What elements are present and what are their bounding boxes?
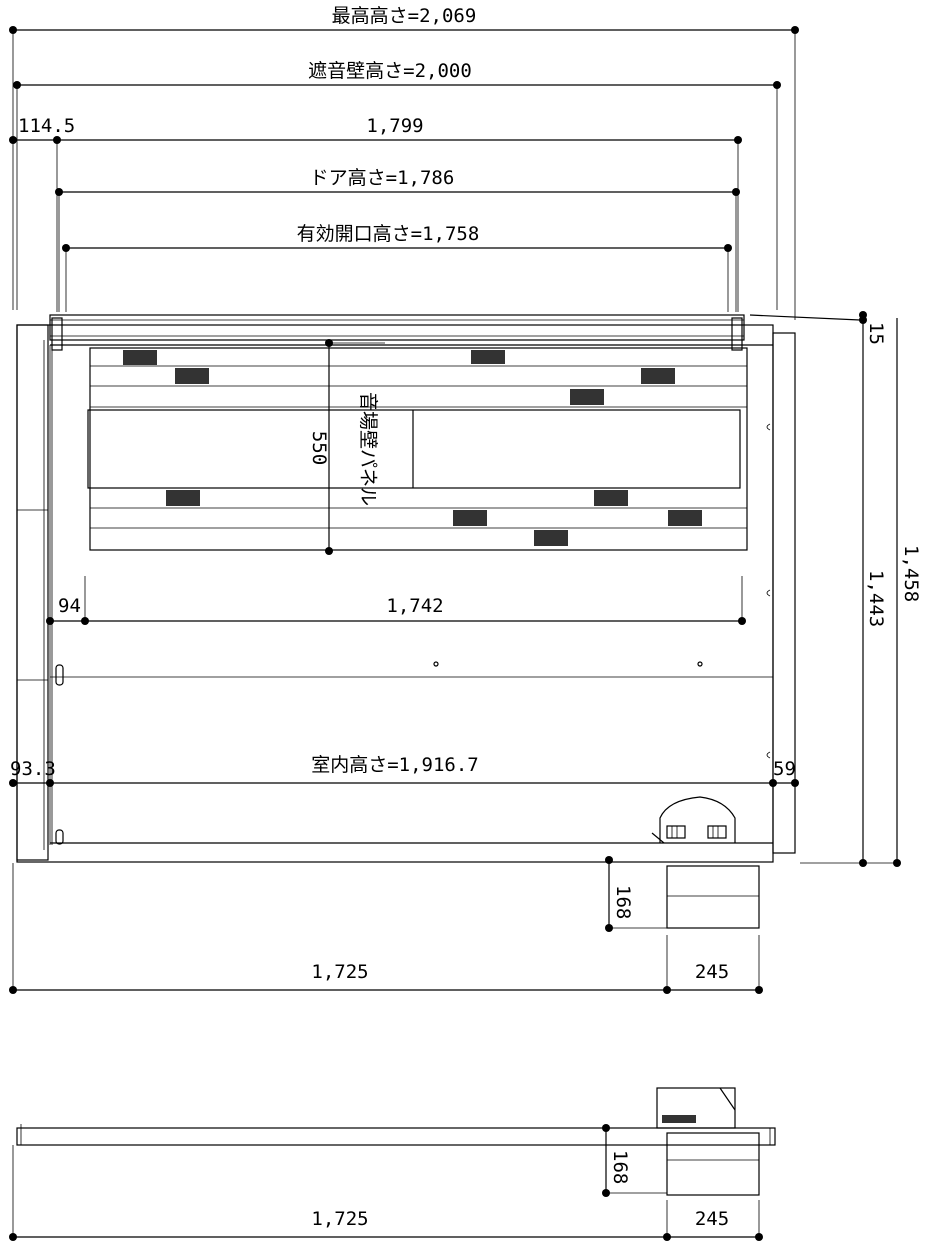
dim-room-height: 93.3 室内高さ=1,916.7 59 (9, 754, 799, 787)
dim-168-top: 168 (605, 856, 667, 932)
bottom-1725-top-label: 1,725 (311, 961, 368, 983)
offset-93-label: 93.3 (10, 758, 56, 780)
unit-168-bottom-label: 168 (609, 1150, 631, 1184)
dim-effective-opening: 有効開口高さ=1,758 (62, 223, 732, 312)
wall-height-label: 遮音壁高さ=2,000 (308, 60, 472, 82)
fastener-block (471, 350, 505, 364)
inner-width-label: 1,799 (366, 115, 423, 137)
unit-168-top-label: 168 (612, 885, 634, 919)
offset-94-label: 94 (58, 595, 81, 617)
dim-door-height: ドア高さ=1,786 (55, 167, 740, 312)
fastener-block (166, 490, 200, 506)
panel-height-label: 550 (308, 431, 330, 465)
dim-wall-height: 遮音壁高さ=2,000 (13, 60, 781, 310)
fastener-block (534, 530, 568, 546)
fastener-block (453, 510, 487, 526)
bottom-245-top-label: 245 (695, 961, 729, 983)
dim-bottom-bottom: 1,725 245 (9, 1145, 763, 1241)
fastener-block (641, 368, 675, 384)
panel-name-label: 音場壁パネル (357, 392, 379, 506)
right-1458-label: 1,458 (900, 545, 922, 602)
dim-bottom-top: 1,725 245 (9, 863, 763, 994)
dim-right: 15 1,458 1,443 (800, 311, 922, 867)
offset-59-label: 59 (773, 758, 796, 780)
fastener-block (175, 368, 209, 384)
dim-114-1799: 114.5 1,799 (9, 115, 742, 312)
booth-side-view (16, 1087, 776, 1196)
fastener-block (123, 350, 157, 365)
effective-opening-label: 有効開口高さ=1,758 (297, 223, 480, 245)
dim-max-height: 最高高さ=2,069 (9, 5, 799, 320)
width-1742-label: 1,742 (386, 595, 443, 617)
dim-94-1742: 94 1,742 (46, 576, 746, 625)
room-height-label: 室内高さ=1,916.7 (311, 754, 479, 776)
bottom-1725-bottom-label: 1,725 (311, 1208, 368, 1230)
max-height-label: 最高高さ=2,069 (332, 5, 477, 27)
fastener-block (668, 510, 702, 526)
acoustic-panel: 550 音場壁パネル (87, 339, 748, 555)
door-height-label: ドア高さ=1,786 (310, 167, 455, 189)
bottom-245-bottom-label: 245 (695, 1208, 729, 1230)
right-1443-label: 1,443 (865, 570, 887, 627)
fastener-block (570, 389, 604, 405)
ventilation-unit-top (651, 796, 760, 929)
booth-main-view (16, 314, 861, 863)
right-15-label: 15 (865, 322, 887, 345)
offset-114-label: 114.5 (18, 115, 75, 137)
dim-168-bottom: 168 (602, 1124, 667, 1197)
fastener-block (594, 490, 628, 506)
